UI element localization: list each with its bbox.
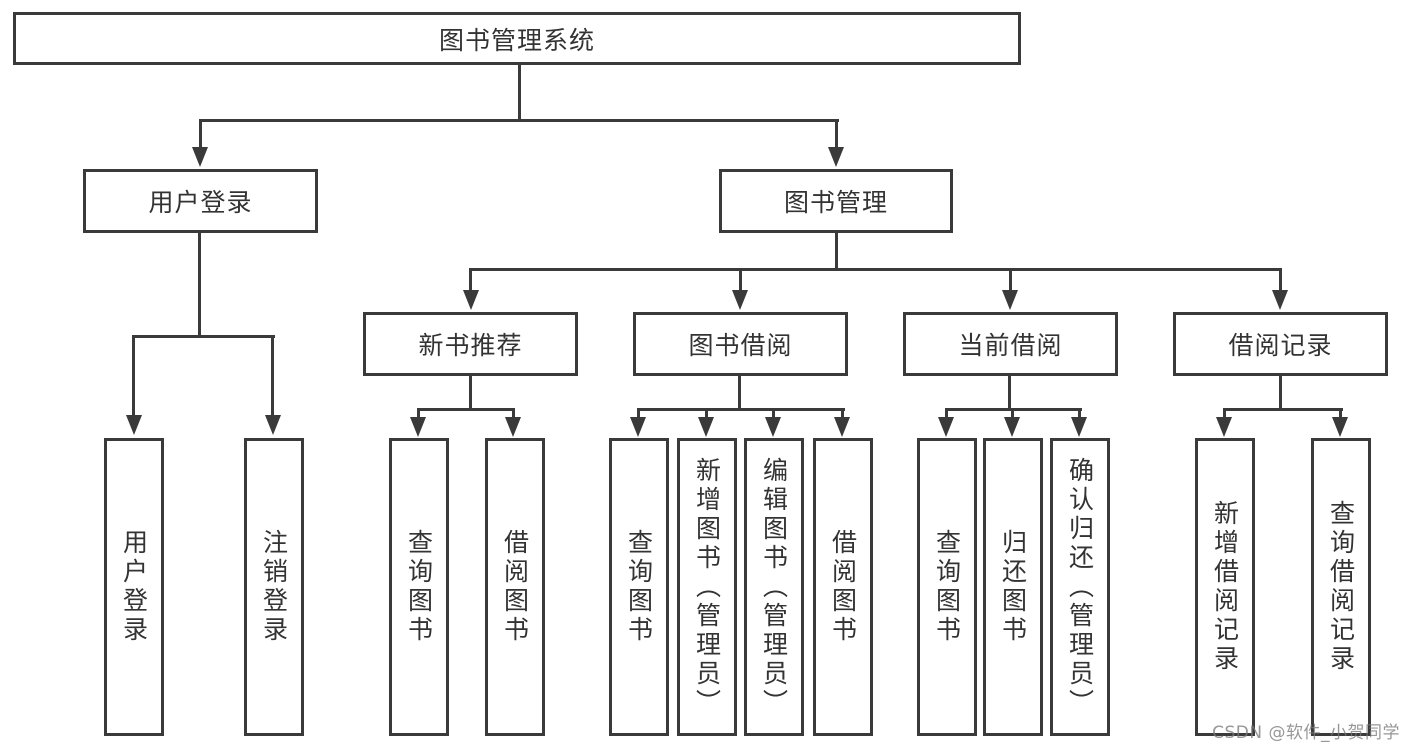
connector-stem	[198, 231, 201, 337]
arrow-down-icon	[463, 290, 479, 310]
leaf-borrow-books: 借阅图书	[813, 438, 873, 736]
connector-stem	[132, 335, 135, 417]
connector-stem	[1011, 408, 1014, 420]
arrow-down-icon	[828, 147, 844, 167]
leaf-borrow-books: 借阅图书	[485, 438, 545, 736]
leaf-add-borrow-record: 新增借阅记录	[1195, 438, 1255, 736]
connector-stem	[1223, 408, 1226, 420]
arrow-down-icon	[410, 417, 426, 437]
leaf-query-books: 查询图书	[917, 438, 977, 736]
node-new-book-recommendation: 新书推荐	[363, 312, 578, 376]
leaf-label: 查询图书	[932, 529, 962, 645]
connector-stem	[512, 408, 515, 420]
node-user-login: 用户登录	[83, 169, 318, 233]
leaf-query-borrow-record: 查询借阅记录	[1311, 438, 1371, 736]
connector-rail	[133, 335, 275, 338]
leaf-return-books: 归还图书	[983, 438, 1043, 736]
leaf-label: 新增借阅记录	[1210, 500, 1240, 674]
node-label: 当前借阅	[958, 331, 1063, 360]
leaf-label: 注销登录	[259, 529, 289, 645]
arrow-down-icon	[1002, 290, 1018, 310]
leaf-label: 用户登录	[119, 529, 149, 645]
connector-stem	[738, 374, 741, 410]
arrow-down-icon	[1071, 417, 1087, 437]
connector-stem	[739, 268, 742, 292]
leaf-label: 新增图书（管理员）	[692, 456, 722, 718]
leaf-label: 借阅图书	[828, 529, 858, 645]
arrow-down-icon	[630, 417, 646, 437]
arrow-down-icon	[1332, 417, 1348, 437]
leaf-label: 借阅图书	[500, 529, 530, 645]
connector-stem	[1279, 374, 1282, 410]
arrow-down-icon	[732, 290, 748, 310]
connector-stem	[1279, 268, 1282, 292]
arrow-down-icon	[1004, 417, 1020, 437]
connector-stem	[1009, 268, 1012, 292]
node-label: 图书管理系统	[438, 25, 595, 55]
arrow-down-icon	[1216, 417, 1232, 437]
node-label: 新书推荐	[418, 331, 523, 360]
connector-stem	[841, 408, 844, 420]
leaf-label: 编辑图书（管理员）	[759, 456, 789, 718]
connector-stem	[835, 119, 838, 149]
connector-l3-rail	[470, 268, 1282, 271]
leaf-label: 确认归还（管理员）	[1065, 456, 1095, 718]
connector-stem	[705, 408, 708, 420]
connector-stem	[945, 408, 948, 420]
node-book-management: 图书管理	[719, 169, 953, 233]
connector-rail	[637, 408, 845, 411]
connector-rail	[1223, 408, 1343, 411]
connector-stem	[1339, 408, 1342, 420]
node-book-borrowing: 图书借阅	[633, 312, 848, 376]
connector-stem	[271, 335, 274, 417]
leaf-add-book-admin: 新增图书（管理员）	[677, 438, 737, 736]
leaf-edit-book-admin: 编辑图书（管理员）	[744, 438, 804, 736]
connector-stem	[417, 408, 420, 420]
node-label: 用户登录	[148, 188, 253, 217]
leaf-query-books: 查询图书	[389, 438, 449, 736]
arrow-down-icon	[192, 147, 208, 167]
arrow-down-icon	[765, 417, 781, 437]
node-library-system: 图书管理系统	[13, 12, 1021, 65]
connector-stem	[199, 119, 202, 149]
connector-stem	[1008, 374, 1011, 410]
leaf-label: 查询图书	[624, 529, 654, 645]
connector-stem	[469, 268, 472, 292]
arrow-down-icon	[1272, 290, 1288, 310]
leaf-label: 查询借阅记录	[1326, 500, 1356, 674]
arrow-down-icon	[265, 415, 281, 435]
arrow-down-icon	[126, 415, 142, 435]
connector-stem	[772, 408, 775, 420]
leaf-user-login: 用户登录	[104, 438, 164, 736]
leaf-label: 查询图书	[404, 529, 434, 645]
node-label: 图书管理	[783, 188, 888, 217]
arrow-down-icon	[505, 417, 521, 437]
csdn-watermark: CSDN @软件_小贺同学	[1212, 723, 1400, 743]
connector-rail	[417, 408, 515, 411]
connector-stem	[835, 231, 838, 270]
arrow-down-icon	[938, 417, 954, 437]
node-label: 图书借阅	[688, 331, 793, 360]
node-borrowing-records: 借阅记录	[1173, 312, 1388, 376]
arrow-down-icon	[698, 417, 714, 437]
leaf-confirm-return-admin: 确认归还（管理员）	[1050, 438, 1110, 736]
connector-stem	[637, 408, 640, 420]
node-label: 借阅记录	[1228, 331, 1333, 360]
connector-l2-rail	[199, 119, 839, 122]
leaf-logout: 注销登录	[244, 438, 304, 736]
arrow-down-icon	[834, 417, 850, 437]
leaf-query-books: 查询图书	[609, 438, 669, 736]
connector-stem	[1078, 408, 1081, 420]
node-current-borrowing: 当前借阅	[903, 312, 1118, 376]
leaf-label: 归还图书	[998, 529, 1028, 645]
connector-root-stem	[518, 63, 521, 121]
connector-stem	[469, 374, 472, 410]
